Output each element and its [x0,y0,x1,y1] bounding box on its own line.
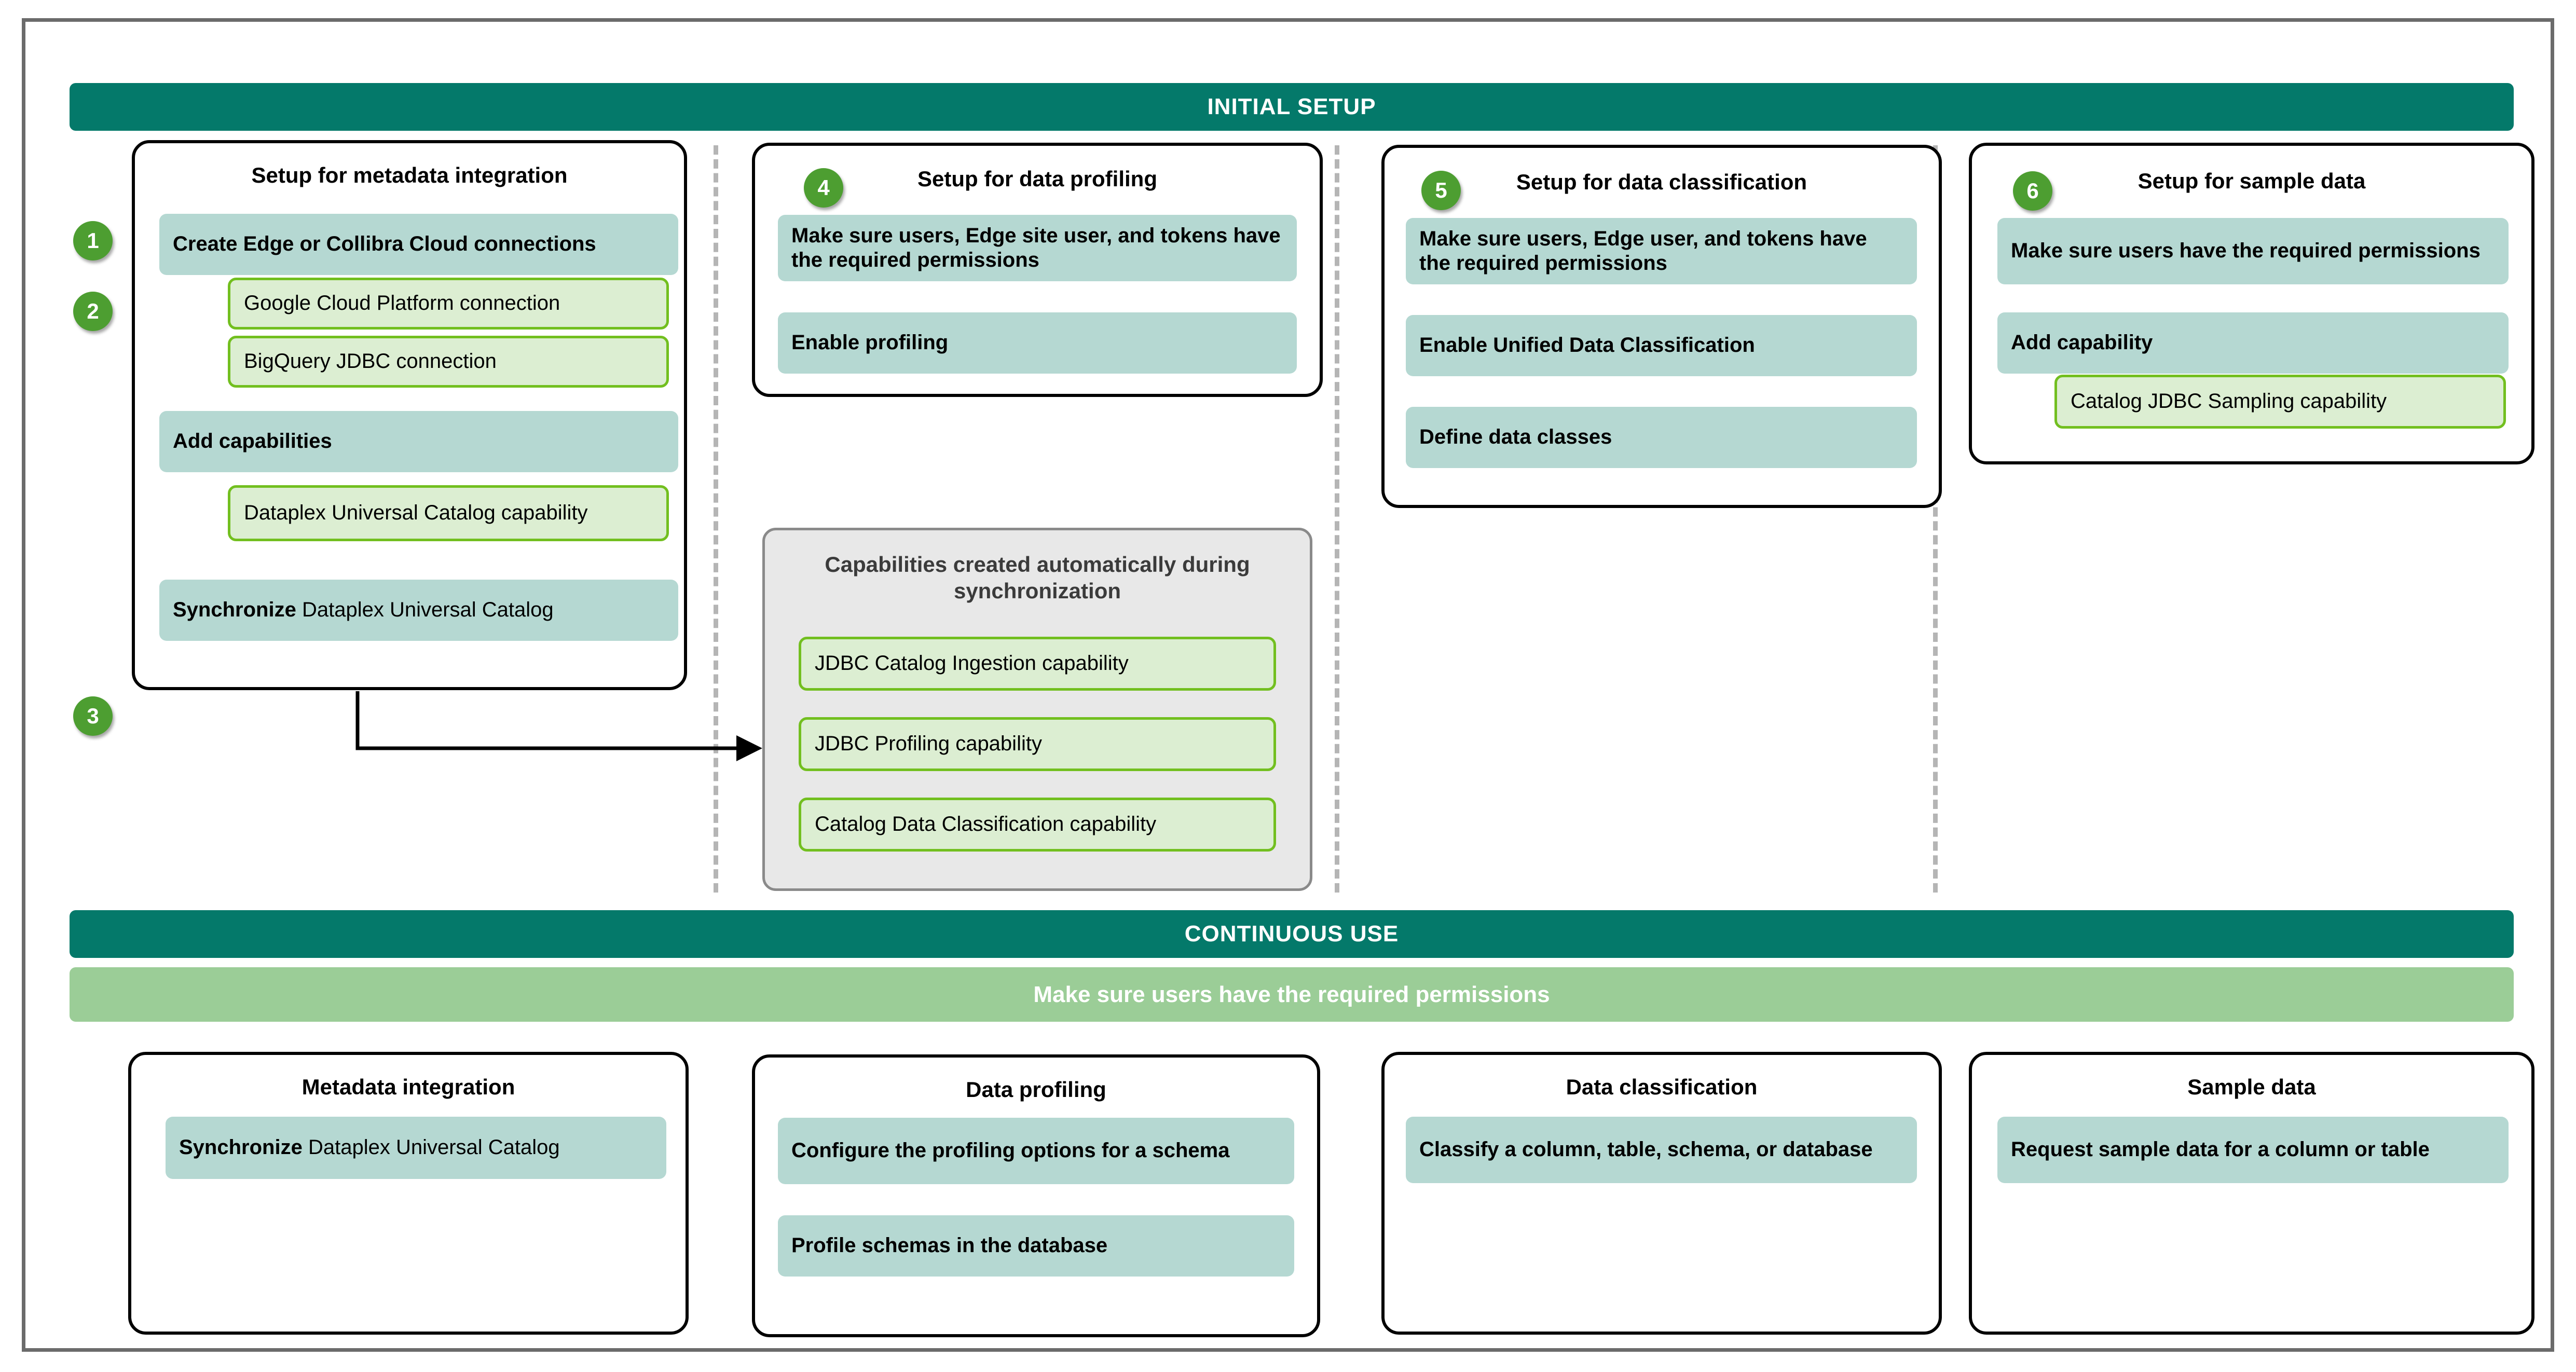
step-chip-synchronize-dataplex[interactable]: Synchronize Dataplex Universal Catalog [159,580,678,641]
continuous-use-permissions-bar: Make sure users have the required permis… [70,967,2514,1022]
auto-capability-catalog-data-classification[interactable]: Catalog Data Classification capability [799,798,1276,852]
use-card-classification-title: Data classification [1566,1075,1758,1099]
chip-rest-text: connections [474,232,596,256]
use-card-data-classification[interactable]: Data classification [1381,1052,1942,1335]
step-chip-sample-data-permissions[interactable]: Make sure users have the required permis… [1997,218,2509,284]
chip-bold-text: Synchronize [173,598,296,622]
chip-bold-text: Synchronize [179,1136,303,1159]
use-card-metadata-integration[interactable]: Metadata integration [128,1052,689,1335]
column-separator-3 [1933,145,1938,893]
step-badge-6: 6 [2013,171,2052,211]
use-card-profiling-title: Data profiling [966,1077,1106,1102]
use-chip-synchronize-dataplex[interactable]: Synchronize Dataplex Universal Catalog [166,1117,666,1179]
diagram-frame: INITIAL SETUP Setup for metadata integra… [22,18,2554,1352]
setup-card-metadata-title: Setup for metadata integration [251,163,568,187]
step-chip-create-connections[interactable]: Create Edge or Collibra Cloud connection… [159,214,678,275]
setup-card-classification-title: Setup for data classification [1516,170,1807,194]
use-chip-configure-profiling-options[interactable]: Configure the profiling options for a sc… [778,1118,1294,1184]
step-chip-classification-permissions[interactable]: Make sure users, Edge user, and tokens h… [1406,218,1917,284]
chip-rest-text: Dataplex Universal Catalog [302,1136,560,1159]
capability-chip-gcp-connection[interactable]: Google Cloud Platform connection [228,278,669,330]
step-badge-4: 4 [804,168,843,208]
use-card-sample-data[interactable]: Sample data [1969,1052,2534,1335]
chip-rest-text: Dataplex Universal Catalog [296,598,554,622]
capability-chip-catalog-jdbc-sampling[interactable]: Catalog JDBC Sampling capability [2054,375,2506,429]
step-chip-add-capabilities[interactable]: Add capabilities [159,411,678,472]
use-card-data-profiling[interactable]: Data profiling [752,1054,1320,1337]
initial-setup-banner: INITIAL SETUP [70,83,2514,131]
use-card-metadata-title: Metadata integration [302,1075,515,1099]
capability-chip-dataplex-universal-catalog[interactable]: Dataplex Universal Catalog capability [228,485,669,541]
step-badge-1: 1 [73,221,113,260]
step-chip-define-data-classes[interactable]: Define data classes [1406,407,1917,468]
use-chip-classify-column-table-schema[interactable]: Classify a column, table, schema, or dat… [1406,1117,1917,1183]
continuous-use-banner: CONTINUOUS USE [70,910,2514,958]
step-badge-5: 5 [1421,171,1461,210]
auto-capabilities-title: Capabilities created automatically durin… [825,552,1250,603]
use-chip-profile-schemas[interactable]: Profile schemas in the database [778,1215,1294,1277]
setup-card-profiling-title: Setup for data profiling [917,167,1157,191]
auto-capability-jdbc-profiling[interactable]: JDBC Profiling capability [799,717,1276,771]
setup-card-sample-data-title: Setup for sample data [2137,169,2366,193]
step-badge-3: 3 [73,696,113,736]
use-card-sample-data-title: Sample data [2187,1075,2316,1099]
step-chip-enable-profiling[interactable]: Enable profiling [778,312,1297,374]
capability-chip-bigquery-jdbc-connection[interactable]: BigQuery JDBC connection [228,336,669,388]
use-chip-request-sample-data[interactable]: Request sample data for a column or tabl… [1997,1117,2509,1183]
auto-capability-jdbc-catalog-ingestion[interactable]: JDBC Catalog Ingestion capability [799,637,1276,691]
step-badge-2: 2 [73,292,113,331]
step-chip-enable-unified-data-classification[interactable]: Enable Unified Data Classification [1406,315,1917,376]
chip-bold-text: Create Edge or Collibra Cloud [173,232,468,256]
step-chip-profiling-permissions[interactable]: Make sure users, Edge site user, and tok… [778,215,1297,281]
step-chip-add-capability[interactable]: Add capability [1997,312,2509,374]
column-separator-2 [1335,145,1339,893]
column-separator-1 [714,145,718,893]
